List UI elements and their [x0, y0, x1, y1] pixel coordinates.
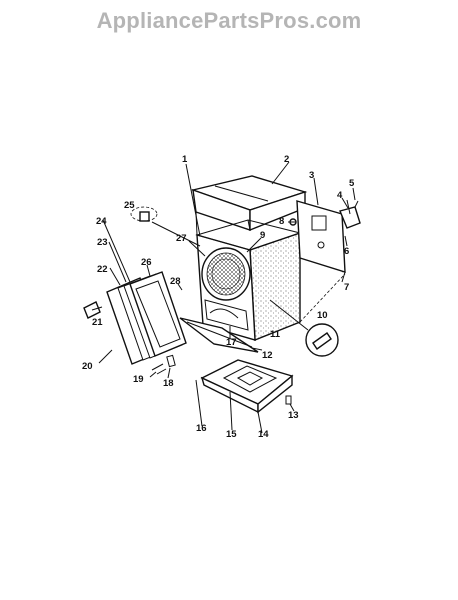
callout-26: 26: [141, 257, 152, 268]
callout-7: 7: [344, 282, 349, 293]
detail-circle: [269, 299, 339, 357]
drum-opening: [201, 247, 251, 301]
door-assembly: [106, 271, 187, 365]
callout-18: 18: [163, 378, 174, 389]
callout-2: 2: [284, 154, 289, 165]
toe-opening: [204, 299, 249, 331]
leveling-foot: [285, 395, 292, 405]
callout-25: 25: [124, 200, 135, 211]
callout-8: 8: [279, 216, 284, 227]
toe-kick: [179, 317, 259, 353]
cabinet-top: [190, 175, 308, 232]
callout-1: 1: [182, 154, 188, 165]
callout-5: 5: [349, 178, 355, 189]
callout-17: 17: [226, 337, 237, 348]
door-switch-clip: [130, 206, 201, 247]
rear-panel: [296, 200, 346, 273]
callout-12: 12: [262, 350, 273, 361]
callout-15: 15: [226, 429, 237, 440]
callout-21: 21: [92, 317, 103, 328]
callout-23: 23: [97, 237, 108, 248]
callout-14: 14: [258, 429, 269, 440]
callout-22: 22: [97, 264, 108, 275]
callout-20: 20: [82, 361, 93, 372]
rear-bracket: [339, 199, 361, 229]
callout-10: 10: [317, 310, 328, 321]
callout-3: 3: [309, 170, 314, 181]
callout-24: 24: [96, 216, 107, 227]
callout-6: 6: [344, 246, 349, 257]
callout-28: 28: [170, 276, 181, 287]
watermark: AppliancePartsPros.com: [96, 8, 362, 33]
base-pan: [200, 359, 294, 414]
leader-lines: [91, 161, 356, 434]
callout-16: 16: [196, 423, 207, 434]
callout-11: 11: [270, 329, 281, 340]
callout-9: 9: [260, 230, 265, 241]
callout-19: 19: [133, 374, 144, 385]
door-hinge: [151, 354, 176, 375]
callout-13: 13: [288, 410, 299, 421]
callout-27: 27: [176, 233, 187, 244]
callout-4: 4: [337, 190, 343, 201]
